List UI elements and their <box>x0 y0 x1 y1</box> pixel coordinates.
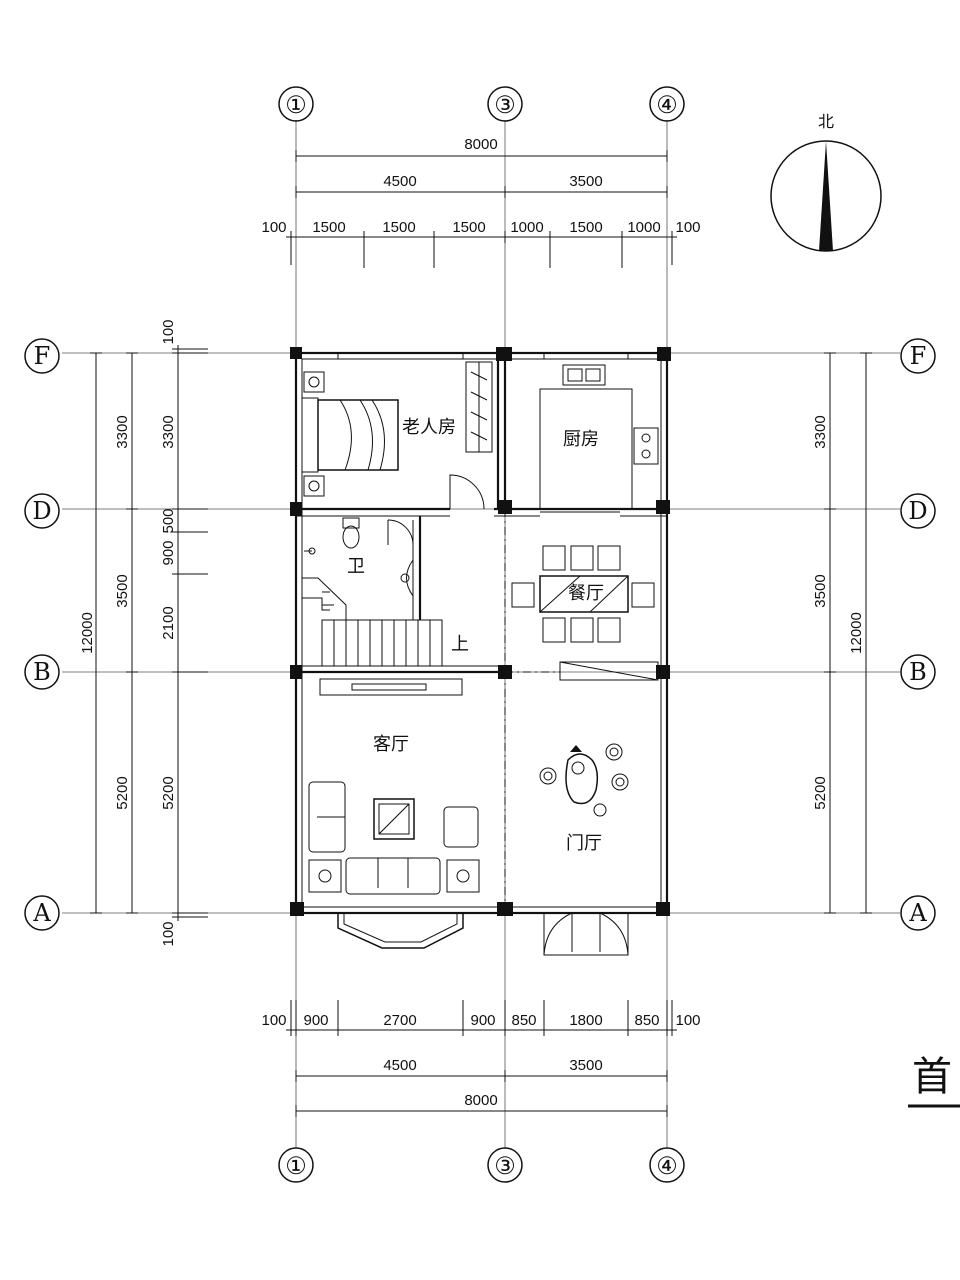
svg-text:12000: 12000 <box>848 612 865 654</box>
svg-text:4500: 4500 <box>383 173 416 190</box>
room-label-elder: 老人房 <box>402 417 456 438</box>
svg-text:④: ④ <box>656 91 678 119</box>
svg-text:F: F <box>910 342 927 370</box>
bathroom-fixtures <box>304 517 414 597</box>
foyer-cabinet <box>559 661 659 681</box>
axis-bubble-right-D: D <box>900 493 936 529</box>
svg-text:1800: 1800 <box>569 1012 602 1029</box>
svg-text:1500: 1500 <box>569 219 602 236</box>
axis-bubble-bottom-4: ④ <box>649 1147 685 1183</box>
svg-text:100: 100 <box>160 921 177 946</box>
top-dimensions: 8000 4500 3500 100 1500 1500 1500 1000 1… <box>261 136 701 268</box>
axis-bubble-bottom-1: ① <box>278 1147 314 1183</box>
building-walls <box>290 347 671 916</box>
axis-bubble-left-B: B <box>24 654 60 690</box>
svg-text:5200: 5200 <box>114 776 131 809</box>
svg-text:北: 北 <box>818 112 834 131</box>
axis-bubble-left-A: A <box>24 895 60 931</box>
foyer-rockery <box>539 743 629 817</box>
axis-bubble-left-F: F <box>24 338 60 374</box>
svg-text:4500: 4500 <box>383 1057 416 1074</box>
svg-text:④: ④ <box>656 1152 678 1180</box>
svg-text:2100: 2100 <box>160 606 177 639</box>
svg-text:3500: 3500 <box>812 574 829 607</box>
room-label-kitchen: 厨房 <box>563 429 599 450</box>
elder-room-wardrobe <box>465 361 493 453</box>
svg-text:1000: 1000 <box>627 219 660 236</box>
svg-text:100: 100 <box>261 219 286 236</box>
svg-text:B: B <box>909 658 927 686</box>
stairs <box>302 577 443 667</box>
svg-text:首: 首 <box>912 1054 952 1100</box>
svg-text:③: ③ <box>494 91 516 119</box>
drawing-title: 首 <box>908 1054 960 1108</box>
svg-text:100: 100 <box>261 1012 286 1029</box>
room-label-bathroom: 卫 <box>347 556 365 577</box>
bay-window <box>337 913 464 949</box>
svg-text:3500: 3500 <box>114 574 131 607</box>
svg-text:1500: 1500 <box>452 219 485 236</box>
room-label-dining: 餐厅 <box>568 583 604 604</box>
svg-text:100: 100 <box>160 319 177 344</box>
svg-text:3300: 3300 <box>114 415 131 448</box>
svg-text:①: ① <box>285 91 307 119</box>
svg-text:1500: 1500 <box>312 219 345 236</box>
dining-table-set <box>511 545 655 643</box>
svg-text:8000: 8000 <box>464 136 497 153</box>
svg-text:A: A <box>908 899 927 927</box>
elder-room-door <box>449 474 485 510</box>
svg-text:B: B <box>33 658 51 686</box>
svg-text:850: 850 <box>634 1012 659 1029</box>
svg-text:③: ③ <box>494 1152 516 1180</box>
svg-text:3300: 3300 <box>160 415 177 448</box>
svg-text:500: 500 <box>160 508 177 533</box>
north-arrow: 北 <box>770 112 882 252</box>
axis-bubble-top-4: ④ <box>649 86 685 122</box>
svg-text:5200: 5200 <box>812 776 829 809</box>
kitchen-fixtures <box>539 364 659 510</box>
left-dimensions: 12000 3300 3500 5200 100 3300 500 900 21… <box>79 319 208 947</box>
svg-text:①: ① <box>285 1152 307 1180</box>
tv-cabinet <box>319 678 463 696</box>
entrance-double-door <box>543 912 629 956</box>
axis-bubble-right-A: A <box>900 895 936 931</box>
axis-grid-lines <box>62 120 900 1148</box>
svg-text:2700: 2700 <box>383 1012 416 1029</box>
svg-text:900: 900 <box>470 1012 495 1029</box>
room-label-foyer: 门厅 <box>566 833 602 854</box>
svg-text:8000: 8000 <box>464 1092 497 1109</box>
svg-text:D: D <box>908 497 927 525</box>
room-label-living: 客厅 <box>373 734 409 755</box>
axis-bubble-right-B: B <box>900 654 936 690</box>
svg-text:1000: 1000 <box>510 219 543 236</box>
axis-bubble-bottom-3: ③ <box>487 1147 523 1183</box>
svg-text:A: A <box>32 899 51 927</box>
axis-bubble-left-D: D <box>24 493 60 529</box>
right-dimensions: 3300 3500 5200 12000 <box>812 352 872 914</box>
svg-text:3500: 3500 <box>569 1057 602 1074</box>
svg-text:850: 850 <box>511 1012 536 1029</box>
svg-text:900: 900 <box>303 1012 328 1029</box>
elder-room-bed <box>301 371 399 497</box>
svg-text:100: 100 <box>675 1012 700 1029</box>
stair-up-label: 上 <box>451 634 469 655</box>
svg-text:5200: 5200 <box>160 776 177 809</box>
svg-text:100: 100 <box>675 219 700 236</box>
svg-text:12000: 12000 <box>79 612 96 654</box>
axis-bubble-right-F: F <box>900 338 936 374</box>
svg-text:D: D <box>32 497 51 525</box>
bottom-dimensions: 100 900 2700 900 850 1800 850 100 4500 3… <box>261 1000 701 1117</box>
svg-text:900: 900 <box>160 540 177 565</box>
living-sofa-set <box>308 781 480 895</box>
axis-bubble-top-3: ③ <box>487 86 523 122</box>
svg-text:3300: 3300 <box>812 415 829 448</box>
axis-bubble-top-1: ① <box>278 86 314 122</box>
svg-text:1500: 1500 <box>382 219 415 236</box>
svg-text:3500: 3500 <box>569 173 602 190</box>
svg-text:F: F <box>34 342 51 370</box>
